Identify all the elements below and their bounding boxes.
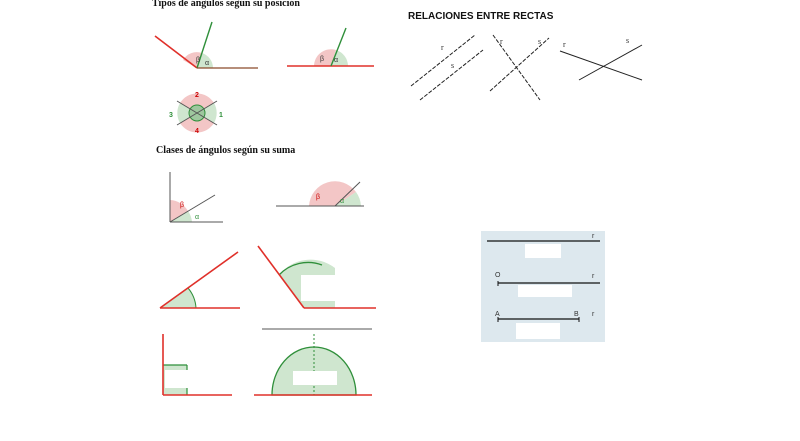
- alpha-label: α: [340, 198, 344, 205]
- line-r-label: r: [441, 43, 444, 52]
- beta-label: β: [320, 56, 324, 63]
- ray-r-label: r: [592, 273, 595, 280]
- alpha-label: α: [205, 60, 209, 67]
- secant-lines-figure: r s: [489, 34, 550, 101]
- line-s-label: s: [626, 36, 629, 45]
- line-ray-segment-panel: r O r A B r: [481, 231, 605, 342]
- position-title: Tipos de ángulos según su posición: [152, 0, 300, 9]
- line-s-label: s: [451, 61, 454, 70]
- answer-box-segment[interactable]: [516, 323, 560, 339]
- line-r-label: r: [592, 233, 595, 240]
- right-angle-figure: [162, 334, 232, 396]
- vertical-angles-figure: 2 4 3 1: [169, 92, 223, 135]
- point-o-label: O: [495, 272, 501, 279]
- number-2-label: 2: [195, 92, 199, 99]
- parallel-lines-figure: r s: [410, 34, 484, 101]
- oblique-lines-figure: r s: [559, 36, 643, 81]
- beta-label: β: [316, 194, 320, 201]
- point-a-label: A: [495, 311, 500, 318]
- number-1-label: 1: [219, 112, 223, 119]
- line-s-label: s: [538, 37, 541, 46]
- answer-box[interactable]: [293, 371, 337, 385]
- segment-r-label: r: [592, 311, 595, 318]
- beta-label: β: [180, 202, 184, 209]
- complementary-angles-figure: β α: [169, 172, 223, 223]
- number-4-label: 4: [195, 128, 199, 135]
- straight-angle-figure: [254, 328, 372, 396]
- lines-title: RELACIONES ENTRE RECTAS: [408, 11, 554, 22]
- line-r-label: r: [500, 37, 503, 46]
- answer-box[interactable]: [301, 275, 337, 301]
- line-r-label: r: [563, 40, 566, 49]
- point-b-label: B: [574, 311, 579, 318]
- sum-title: Clases de ángulos según su suma: [156, 145, 296, 156]
- obtuse-angle-figure: [257, 245, 376, 309]
- answer-box-line[interactable]: [525, 244, 561, 258]
- answer-box-ray[interactable]: [518, 285, 572, 297]
- number-3-label: 3: [169, 112, 173, 119]
- supplementary-angles-figure: β α: [276, 181, 364, 207]
- beta-label: β: [196, 57, 200, 64]
- consecutive-angles-figure: β α: [154, 21, 258, 69]
- alpha-label: α: [334, 57, 338, 64]
- acute-angle-figure: [159, 251, 240, 309]
- answer-box[interactable]: [165, 370, 191, 388]
- alpha-label: α: [195, 214, 199, 221]
- adjacent-angles-figure: β α: [287, 27, 374, 67]
